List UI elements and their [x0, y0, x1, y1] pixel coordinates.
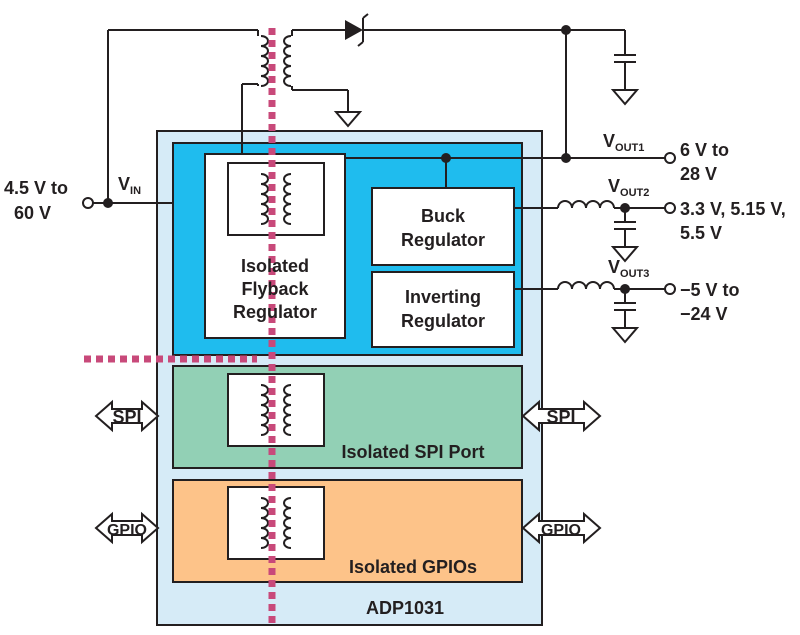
external-transformer-icon: [260, 35, 292, 87]
gpio-left-label: GPIO: [107, 522, 147, 539]
vin-label: VIN: [118, 174, 141, 197]
spi-left-arrow-icon: [94, 399, 160, 433]
spi-right-label: SPI: [546, 407, 575, 427]
input-range-line2: 60 V: [14, 203, 51, 223]
flyback-label-line2: Flyback: [241, 279, 309, 299]
inverting-label-line1: Inverting: [405, 287, 481, 307]
input-wiring: [82, 29, 259, 209]
gpios-label: Isolated GPIOs: [349, 557, 477, 577]
gpio-transformer-box: [227, 486, 325, 560]
output3-wiring: [514, 281, 676, 343]
spi-left-label: SPI: [112, 407, 141, 427]
buck-label-line1: Buck: [421, 206, 466, 226]
vout1-range-line2: 28 V: [680, 164, 717, 184]
flyback-label-line1: Isolated: [241, 256, 309, 276]
gpio-left-arrow-icon: [94, 511, 160, 545]
vout2-range-line2: 5.5 V: [680, 223, 722, 243]
output2-wiring: [514, 200, 676, 262]
vout3-label: VOUT3: [608, 257, 649, 280]
input-range-line1: 4.5 V to: [4, 178, 68, 198]
inverting-label-line2: Regulator: [401, 311, 485, 331]
flyback-label-line3: Regulator: [233, 302, 317, 322]
inverting-regulator-box: [371, 271, 515, 348]
spi-right-arrow-icon: [521, 399, 602, 433]
gpio-right-arrow-icon: [521, 511, 602, 545]
buck-label-line2: Regulator: [401, 230, 485, 250]
vout1-label: VOUT1: [603, 131, 644, 154]
flyback-transformer-box: [227, 162, 325, 236]
spi-port-label: Isolated SPI Port: [341, 442, 484, 462]
buck-regulator-box: [371, 187, 515, 266]
vout3-range-line2: −24 V: [680, 304, 728, 324]
spi-transformer-box: [227, 373, 325, 447]
chip-name-label: ADP1031: [366, 598, 444, 618]
output1-wiring: [291, 13, 676, 188]
vout1-range-line1: 6 V to: [680, 140, 729, 160]
vout2-label: VOUT2: [608, 176, 649, 199]
vout2-range-line1: 3.3 V, 5.15 V,: [680, 199, 786, 219]
gpio-right-label: GPIO: [541, 522, 581, 539]
vout3-range-line1: −5 V to: [680, 280, 740, 300]
